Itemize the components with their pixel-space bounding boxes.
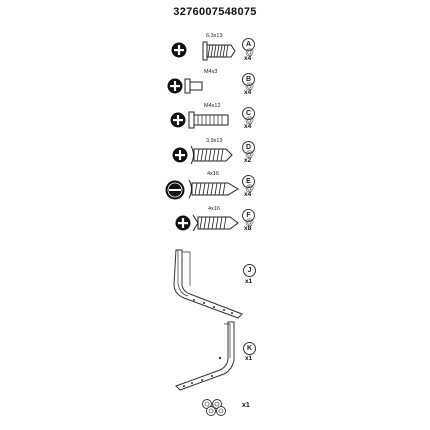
screw-c-icon <box>188 111 229 129</box>
part-f-qty: x8 <box>244 225 252 232</box>
screw-head-c-icon <box>170 112 186 128</box>
part-a-letter: A <box>242 38 255 51</box>
pads-qty: x1 <box>242 402 250 409</box>
part-c-qty: x4 <box>244 123 252 130</box>
barcode-number: 3276007548075 <box>173 6 257 18</box>
screw-head-b-icon <box>167 78 183 94</box>
bracket-j-letter: J <box>243 264 256 277</box>
bracket-j-qty: x1 <box>245 278 253 285</box>
part-a-qty: x4 <box>244 55 252 62</box>
part-b-qty: x4 <box>244 89 252 96</box>
part-d-qty: x2 <box>244 157 252 164</box>
screw-a-icon <box>202 41 236 61</box>
part-b-letter: B <box>242 73 255 86</box>
screw-head-d-icon <box>172 147 188 163</box>
part-e-qty: x4 <box>244 191 252 198</box>
bracket-k-icon <box>175 321 235 391</box>
part-f-letter: F <box>242 209 255 222</box>
screw-f-icon <box>192 214 239 232</box>
bracket-k-letter: K <box>243 342 256 355</box>
part-f-size: 4x16 <box>208 206 220 212</box>
part-a-size: 6,3x13 <box>206 33 223 39</box>
screw-d-icon <box>190 145 233 165</box>
screw-head-f-icon <box>175 215 191 231</box>
part-d-size: 3,9x13 <box>206 138 223 144</box>
part-b-size: M4x3 <box>204 69 218 75</box>
spiral-mark-f-icon: @ <box>245 217 255 227</box>
part-e-letter: E <box>242 175 255 188</box>
screw-head-a-icon <box>171 42 187 58</box>
bracket-j-icon <box>173 249 243 319</box>
part-c-letter: C <box>242 107 255 120</box>
screw-head-e-icon <box>165 180 185 200</box>
part-e-size: 4x16 <box>207 171 219 177</box>
screw-e-icon <box>188 179 239 199</box>
bracket-k-qty: x1 <box>245 355 253 362</box>
part-c-size: M4x12 <box>204 103 221 109</box>
spiral-mark-e-icon: @ <box>245 183 255 193</box>
spiral-mark-b-icon: @ <box>245 81 255 91</box>
felt-pads-icon <box>202 399 226 416</box>
part-d-letter: D <box>242 141 255 154</box>
spiral-mark-d-icon: @ <box>245 149 255 159</box>
screw-b-icon <box>184 78 203 94</box>
spiral-mark-a-icon: @ <box>245 47 255 57</box>
spiral-mark-c-icon: @ <box>245 115 255 125</box>
